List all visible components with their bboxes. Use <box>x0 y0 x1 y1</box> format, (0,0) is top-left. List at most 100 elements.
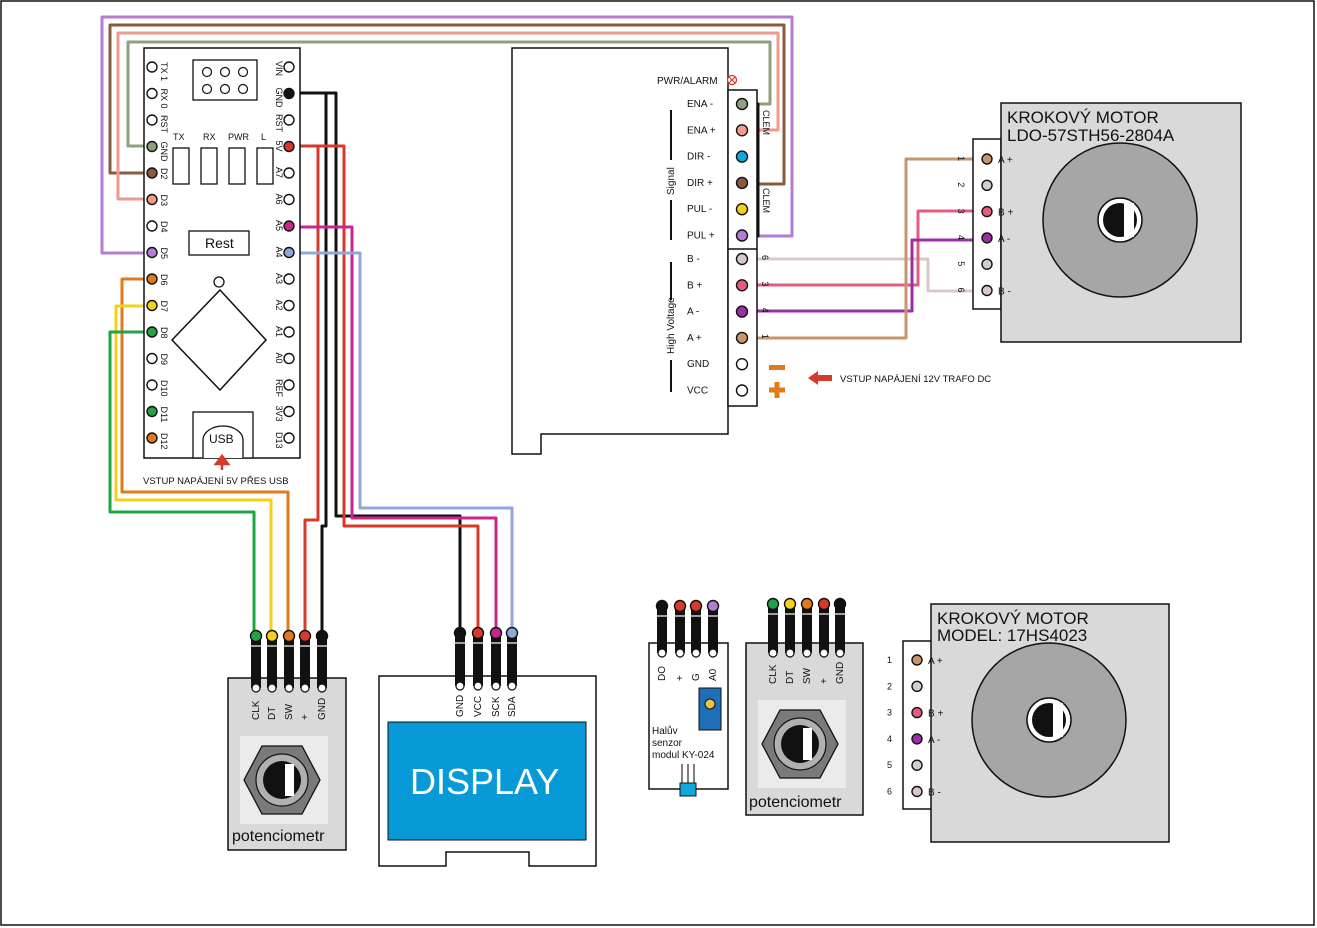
nano-pin-label: D3 <box>159 195 169 207</box>
hall-label: senzor <box>652 738 683 749</box>
motor-pin-number: 6 <box>956 288 966 293</box>
led-label: L <box>261 132 266 142</box>
led-l <box>256 147 274 185</box>
motor-pin-number: 2 <box>956 182 966 187</box>
mcu-chip <box>170 288 268 392</box>
pot1-knob <box>263 761 301 799</box>
nano-pin <box>283 432 295 444</box>
nano-pin-label: D9 <box>159 354 169 366</box>
hall-label: modul KY-024 <box>652 750 715 761</box>
nano-pin-label: A6 <box>274 194 284 205</box>
motor-pin-number: 1 <box>956 156 966 161</box>
nano-pin <box>146 352 158 365</box>
alarm-label: PWR/ALARM <box>657 76 718 87</box>
driver-pin-label: DIR - <box>687 152 710 163</box>
wire-purple <box>740 238 990 313</box>
motor-pin-number: 6 <box>887 787 892 797</box>
nano-pin <box>283 61 295 73</box>
nano-pin-label: D5 <box>159 248 169 260</box>
header-pin-end <box>800 597 814 611</box>
driver-pin-label: ENA - <box>687 99 713 110</box>
nano-pin <box>283 87 295 100</box>
motor-pin <box>981 258 993 270</box>
nano-pin <box>146 140 158 153</box>
motor2-connector <box>902 640 933 810</box>
pot1-label: potenciometr <box>232 828 325 845</box>
header-pin-end <box>298 629 312 643</box>
nano-pin <box>146 246 158 259</box>
nano-hole <box>213 276 225 288</box>
nano-pin <box>146 61 158 73</box>
driver-wire-number: 1 <box>760 334 770 339</box>
motor-pin <box>981 153 993 165</box>
nano-pin <box>283 140 295 153</box>
nano-pin <box>146 220 158 232</box>
motor1-title: KROKOVÝ MOTOR <box>1007 108 1159 127</box>
nano-pin <box>283 114 295 126</box>
header-pin-end <box>453 626 467 640</box>
clem-label: CLEM <box>761 110 771 135</box>
driver-pin-label: PUL - <box>687 204 712 215</box>
header-pin <box>675 608 685 653</box>
usb-label: USB <box>209 432 234 446</box>
header-pin <box>491 635 501 686</box>
clem-label: CLEM <box>761 188 771 213</box>
arrow-up-icon <box>213 453 231 470</box>
usb-connector <box>202 425 244 458</box>
header-pin-end <box>282 629 296 643</box>
led-rx <box>200 147 218 185</box>
header-pin-end <box>471 626 485 640</box>
header-pin <box>267 638 277 688</box>
header-pin-label: + <box>300 714 311 720</box>
driver-wire-number: 4 <box>760 308 770 313</box>
header-pin <box>691 608 701 653</box>
nano-pin-label: GND <box>159 142 169 163</box>
nano-pin-label: D4 <box>159 221 169 233</box>
header-pin-end <box>673 599 687 613</box>
nano-pin-label: D8 <box>159 327 169 339</box>
driver-pin-label: GND <box>687 359 709 370</box>
nano-pin-label: D12 <box>159 433 169 450</box>
alarm-icon <box>726 74 738 86</box>
driver-pin-label: B - <box>687 254 700 265</box>
driver-pin-label: PUL + <box>687 231 715 242</box>
motor-pin-number: 3 <box>956 209 966 214</box>
nano-pin <box>283 273 295 285</box>
led-label: PWR <box>228 132 249 142</box>
nano-pin <box>146 193 158 206</box>
header-pin-label: SCK <box>491 696 502 717</box>
usb-power-note: VSTUP NAPÁJENÍ 5V PŘES USB <box>143 476 289 487</box>
nano-pin-label: 5V <box>274 141 284 152</box>
driver-pin <box>735 202 749 216</box>
header-pin <box>317 638 327 688</box>
driver-pin <box>735 229 749 242</box>
minus-icon <box>769 365 785 370</box>
nano-pin <box>146 273 158 285</box>
driver-pin <box>735 97 749 111</box>
nano-pin <box>283 220 295 232</box>
header-pin-end <box>783 597 797 611</box>
motor-pin-number: 5 <box>956 261 966 266</box>
arrow-left-icon <box>808 371 832 385</box>
motor-pin <box>981 232 993 244</box>
nano-pin-label: A4 <box>274 247 284 258</box>
motor-pin-label: B - <box>998 287 1011 298</box>
motor-pin <box>911 706 923 719</box>
display-screen <box>387 721 587 841</box>
nano-pin <box>146 299 158 312</box>
header-pin-end <box>766 597 780 611</box>
motor-pin-number: 1 <box>887 655 892 665</box>
nano-pin-label: RX 0 <box>159 89 169 109</box>
motor-pin <box>981 179 993 192</box>
header-pin-label: CLK <box>768 664 779 684</box>
pot2-knob <box>781 725 819 763</box>
motor-pin-label: B - <box>928 788 941 799</box>
nano-pin <box>146 326 158 338</box>
display-label: DISPLAY <box>410 761 559 802</box>
